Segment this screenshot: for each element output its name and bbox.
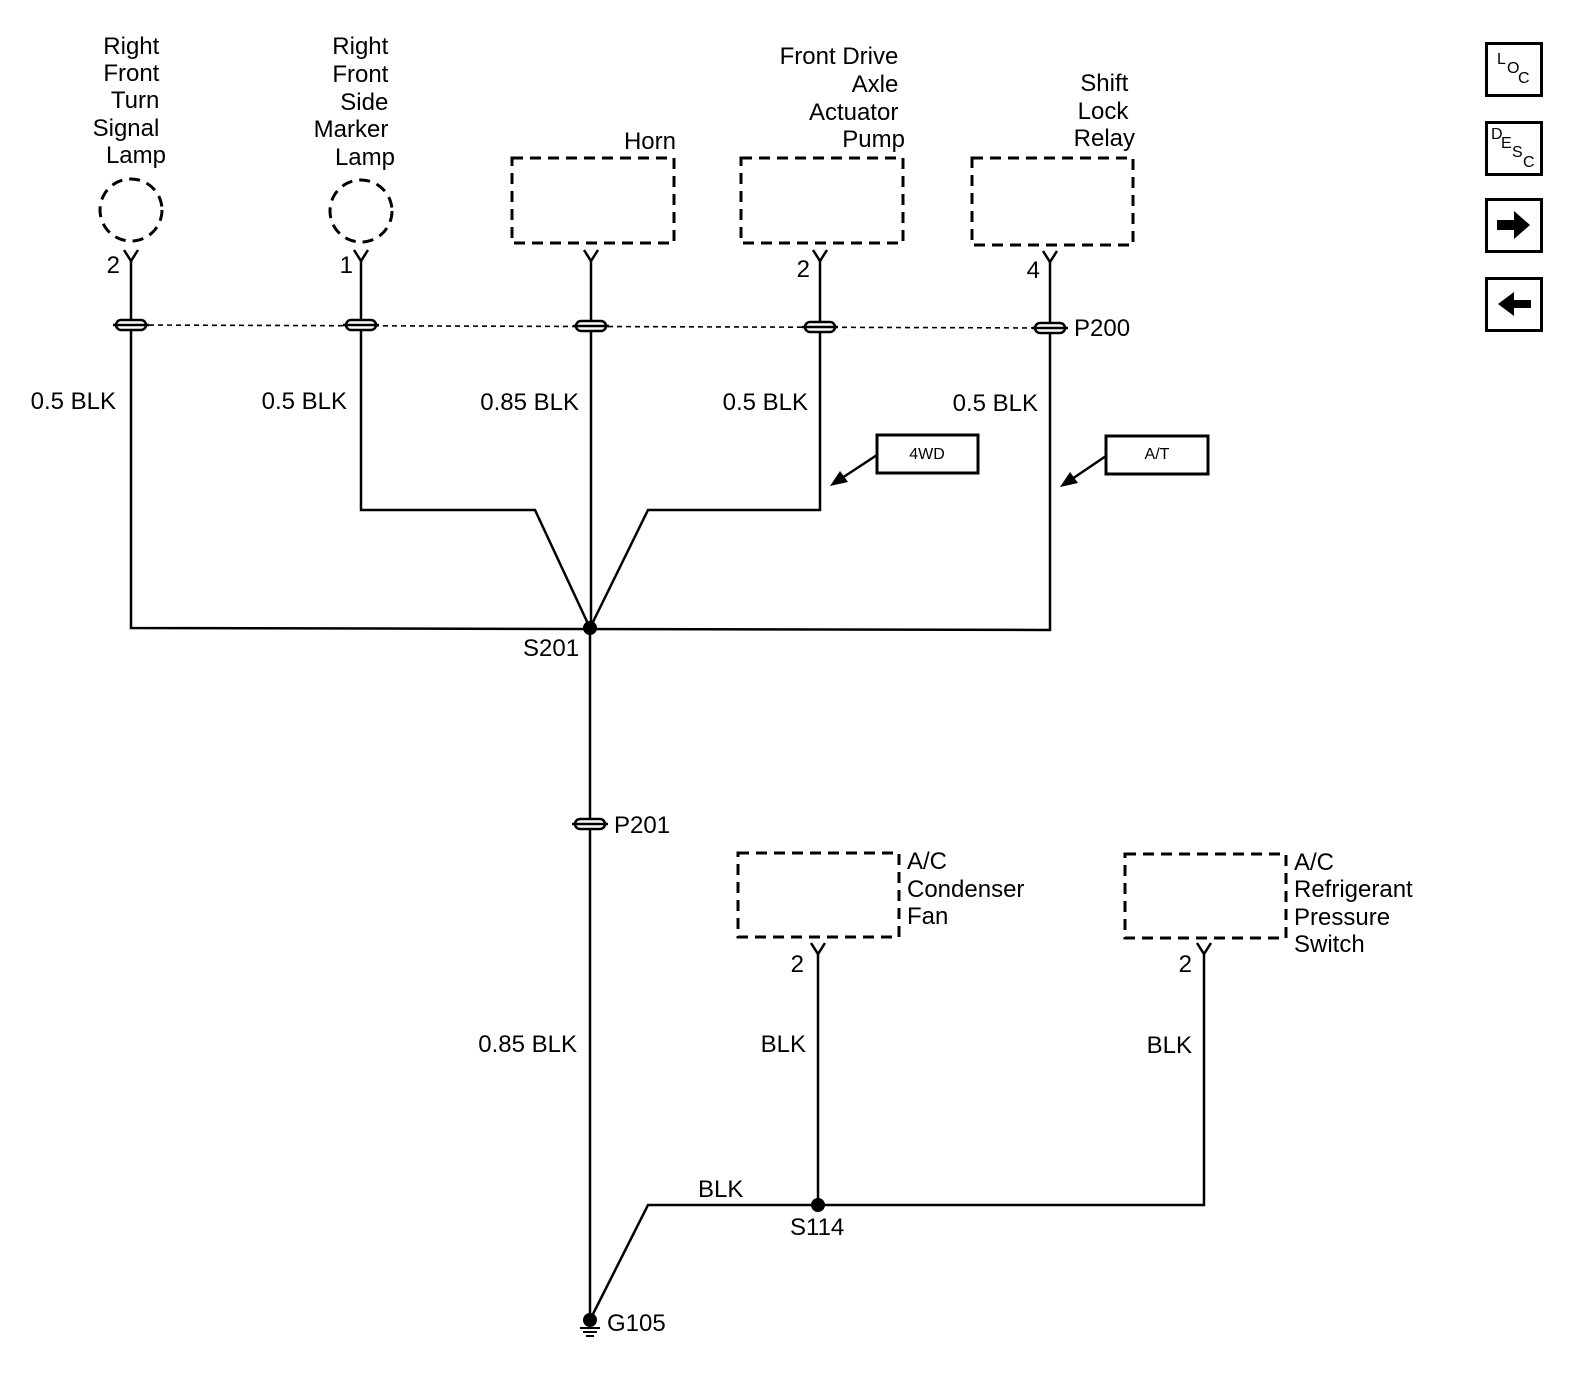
svg-text:L: L: [1497, 51, 1506, 68]
rf-marker-lamp-label: Right Front Side Marker Lamp: [314, 33, 395, 171]
ac-condenser-fan-box: [736, 851, 901, 939]
fda-pump-box: [739, 156, 905, 245]
pin-number: 2: [107, 252, 120, 279]
horn-label: Horn: [624, 128, 676, 155]
p200-connector-glyphs: [113, 318, 1068, 335]
wire-label: 0.85 BLK: [480, 389, 579, 416]
terminal-marks: [122, 249, 1213, 957]
svg-text:S: S: [1512, 144, 1523, 161]
svg-text:D: D: [1491, 126, 1503, 143]
s114-splice-label: S114: [790, 1214, 844, 1241]
pin-number: 2: [791, 951, 804, 978]
shift-lock-relay-label: Shift Lock Relay: [1074, 70, 1135, 152]
previous-page-button[interactable]: [1485, 277, 1543, 332]
arrow-right-icon: [1497, 211, 1530, 239]
g105-ground-label: G105: [607, 1310, 666, 1337]
svg-text:E: E: [1501, 135, 1512, 152]
rf-turn-lamp-label: Right Front Turn Signal Lamp: [93, 33, 166, 169]
next-page-button[interactable]: [1485, 198, 1543, 253]
ground-circuit-wires: [129, 261, 1206, 1321]
arrow-left-icon: [1498, 292, 1531, 316]
s201-splice-dot: [583, 621, 597, 635]
p201-connector-glyph: [572, 817, 608, 831]
p200-connector-label: P200: [1074, 315, 1130, 342]
option-at-arrow: [1060, 454, 1107, 487]
horn-box: [510, 156, 676, 245]
pin-number: 2: [797, 256, 810, 283]
wire-label: 0.5 BLK: [262, 388, 347, 415]
wire-label: BLK: [698, 1176, 743, 1203]
svg-text:O: O: [1507, 60, 1519, 77]
desc-icon: D E S C: [1491, 126, 1535, 171]
option-at-box: [1104, 434, 1210, 476]
shift-lock-relay-box: [970, 156, 1135, 247]
loc-icon: L O C: [1497, 51, 1530, 87]
desc-button[interactable]: D E S C: [1485, 121, 1543, 176]
option-at-label: A/T: [1145, 446, 1170, 463]
s201-splice-label: S201: [523, 635, 579, 662]
ground-icon: [580, 1313, 600, 1337]
option-4wd-box: [875, 433, 980, 475]
pin-number: 1: [340, 252, 353, 279]
pin-number: 4: [1027, 257, 1040, 284]
p201-connector-label: P201: [614, 812, 670, 839]
wire-label: 0.85 BLK: [478, 1031, 577, 1058]
rf-marker-lamp-symbol: [328, 178, 394, 244]
wire-label: BLK: [761, 1031, 806, 1058]
wire-label: 0.5 BLK: [723, 389, 808, 416]
fda-pump-label: Front Drive Axle Actuator Pump: [780, 43, 905, 153]
loc-button[interactable]: L O C: [1485, 42, 1543, 97]
s114-splice-dot: [811, 1198, 825, 1212]
ac-condenser-fan-label: A/C Condenser Fan: [907, 848, 1031, 930]
wire-label: 0.5 BLK: [31, 388, 116, 415]
rf-turn-lamp-symbol: [98, 177, 164, 243]
wire-label: BLK: [1147, 1032, 1192, 1059]
svg-text:C: C: [1518, 70, 1530, 87]
wire-label: 0.5 BLK: [953, 390, 1038, 417]
ac-pressure-switch-label: A/C Refrigerant Pressure Switch: [1294, 849, 1419, 958]
option-4wd-label: 4WD: [909, 446, 945, 463]
pin-number: 2: [1179, 951, 1192, 978]
ac-pressure-switch-box: [1123, 852, 1288, 940]
svg-text:C: C: [1523, 154, 1535, 171]
option-4wd-arrow: [830, 453, 878, 486]
